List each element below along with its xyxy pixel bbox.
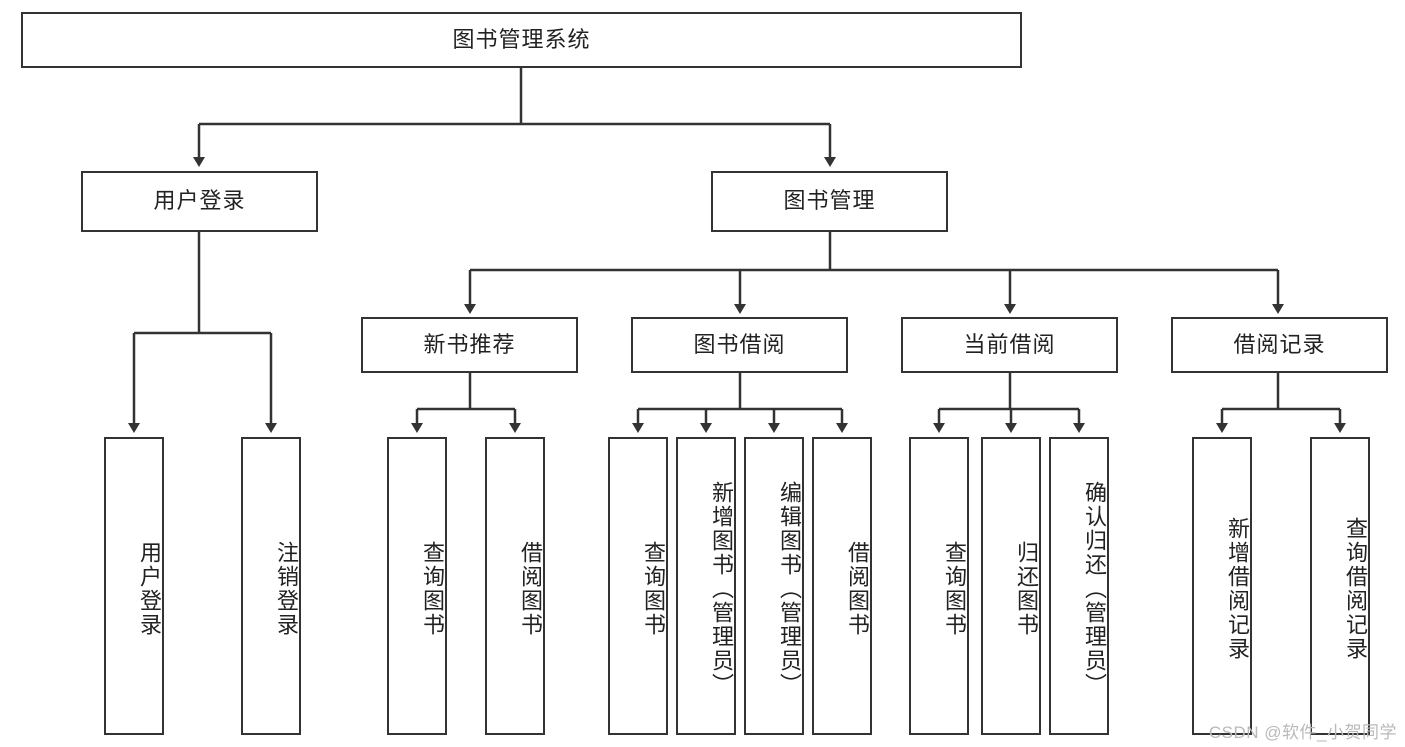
node-borrow-record-label: 借阅记录 bbox=[1233, 331, 1326, 357]
node-leaf-user-login[interactable]: 用户登录 bbox=[104, 437, 164, 735]
node-leaf-query-record-label: 查询借阅记录 bbox=[1343, 517, 1368, 661]
node-leaf-borrow-book-1-label: 借阅图书 bbox=[518, 541, 543, 637]
node-leaf-borrow-book-2[interactable]: 借阅图书 bbox=[812, 437, 872, 735]
watermark-text: CSDN @软件_小贺同学 bbox=[1208, 723, 1397, 742]
node-leaf-query-book-3[interactable]: 查询图书 bbox=[909, 437, 969, 735]
node-leaf-user-logout[interactable]: 注销登录 bbox=[241, 437, 301, 735]
node-new-book-recommend-label: 新书推荐 bbox=[423, 331, 516, 357]
node-book-borrow-label: 图书借阅 bbox=[693, 331, 786, 357]
node-current-borrow[interactable]: 当前借阅 bbox=[901, 317, 1118, 373]
node-root-label: 图书管理系统 bbox=[452, 26, 591, 52]
node-leaf-query-book-1[interactable]: 查询图书 bbox=[387, 437, 447, 735]
node-borrow-record[interactable]: 借阅记录 bbox=[1171, 317, 1388, 373]
node-leaf-confirm-return-label: 确认归还（管理员） bbox=[1082, 481, 1107, 697]
node-leaf-return-book-label: 归还图书 bbox=[1014, 541, 1039, 637]
node-root[interactable]: 图书管理系统 bbox=[21, 12, 1022, 68]
node-book-manage-label: 图书管理 bbox=[783, 188, 876, 214]
node-leaf-query-book-1-label: 查询图书 bbox=[420, 541, 445, 637]
node-leaf-add-book-label: 新增图书（管理员） bbox=[709, 481, 734, 697]
node-user-login[interactable]: 用户登录 bbox=[81, 171, 318, 232]
node-leaf-return-book[interactable]: 归还图书 bbox=[981, 437, 1041, 735]
node-leaf-add-record[interactable]: 新增借阅记录 bbox=[1192, 437, 1252, 735]
node-leaf-add-record-label: 新增借阅记录 bbox=[1225, 517, 1250, 661]
node-current-borrow-label: 当前借阅 bbox=[963, 331, 1056, 357]
node-leaf-query-book-3-label: 查询图书 bbox=[942, 541, 967, 637]
node-book-manage[interactable]: 图书管理 bbox=[711, 171, 948, 232]
node-book-borrow[interactable]: 图书借阅 bbox=[631, 317, 848, 373]
node-leaf-add-book[interactable]: 新增图书（管理员） bbox=[676, 437, 736, 735]
node-leaf-query-book-2[interactable]: 查询图书 bbox=[608, 437, 668, 735]
node-leaf-query-record[interactable]: 查询借阅记录 bbox=[1310, 437, 1370, 735]
node-leaf-user-login-label: 用户登录 bbox=[137, 541, 162, 637]
node-leaf-user-logout-label: 注销登录 bbox=[274, 541, 299, 637]
node-new-book-recommend[interactable]: 新书推荐 bbox=[361, 317, 578, 373]
node-leaf-borrow-book-1[interactable]: 借阅图书 bbox=[485, 437, 545, 735]
node-leaf-borrow-book-2-label: 借阅图书 bbox=[845, 541, 870, 637]
node-leaf-edit-book-label: 编辑图书（管理员） bbox=[777, 481, 802, 697]
node-user-login-label: 用户登录 bbox=[153, 188, 246, 214]
node-leaf-confirm-return[interactable]: 确认归还（管理员） bbox=[1049, 437, 1109, 735]
node-leaf-edit-book[interactable]: 编辑图书（管理员） bbox=[744, 437, 804, 735]
node-leaf-query-book-2-label: 查询图书 bbox=[641, 541, 666, 637]
